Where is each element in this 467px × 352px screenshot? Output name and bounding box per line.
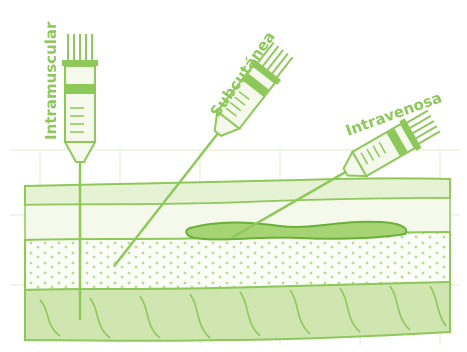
muscle-layer (25, 282, 450, 341)
label-intramuscular: Intramuscular (42, 21, 60, 140)
skin-layers (25, 178, 450, 341)
subcutaneous-layer (25, 232, 450, 290)
